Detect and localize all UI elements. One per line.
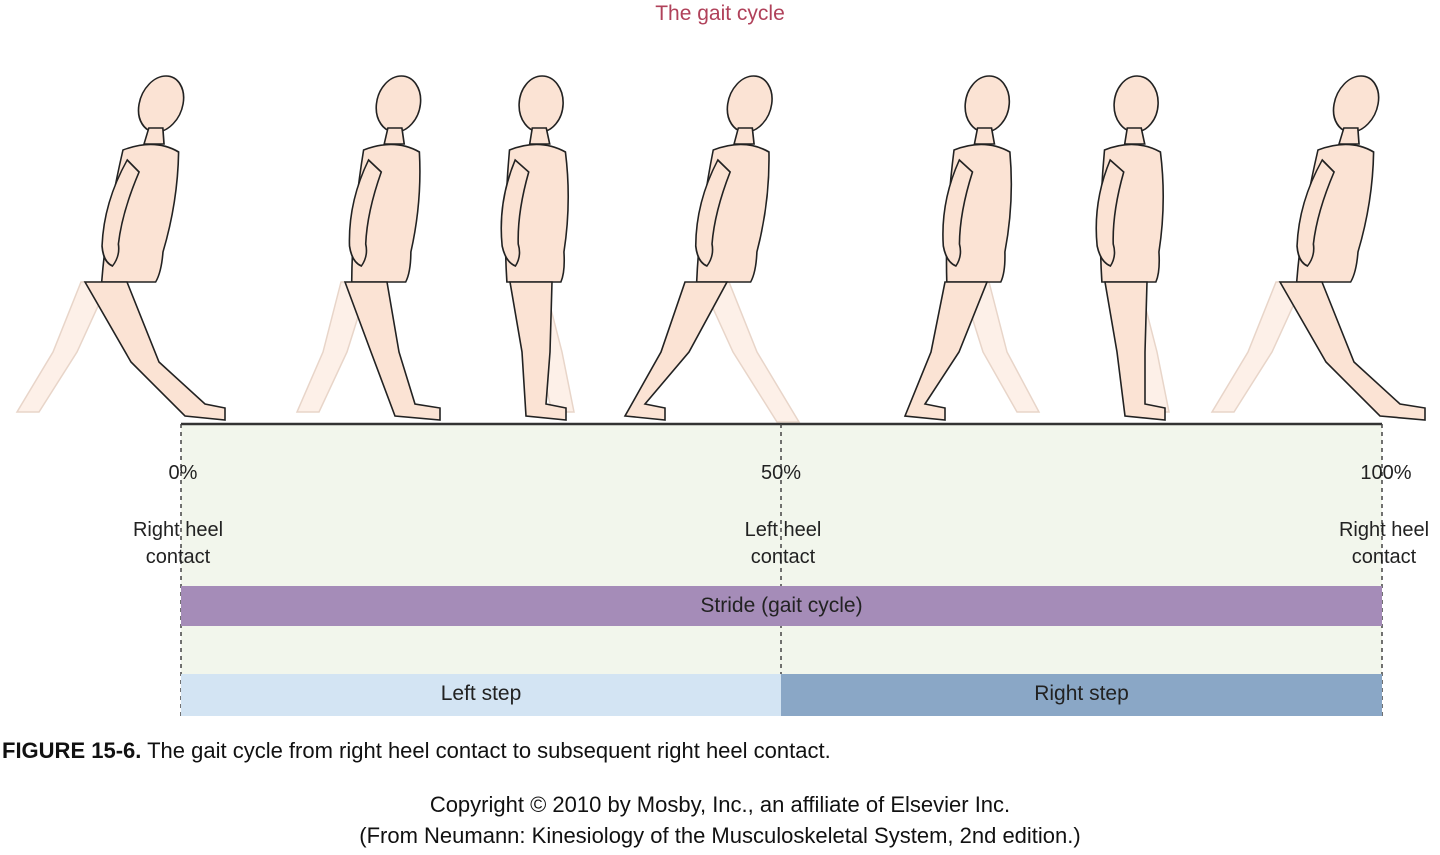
stride-bar (181, 586, 1382, 626)
walking-figure (295, 75, 441, 421)
left-step-bar (181, 674, 781, 716)
right-step-bar (781, 674, 1382, 716)
tick-label-50-line2: contact (750, 546, 816, 568)
tick-percent-100: 100% (1360, 462, 1412, 484)
figure-number: FIGURE 15-6. (2, 738, 142, 763)
tick-label-100-line1: Right heel (1338, 519, 1430, 541)
right-step-label: Right step (1034, 682, 1129, 705)
walking-figures (15, 75, 1426, 423)
walking-figure (623, 75, 801, 423)
tick-percent-0: 0% (168, 462, 198, 484)
copyright-line: Copyright © 2010 by Mosby, Inc., an affi… (429, 792, 1011, 817)
walking-figure (903, 75, 1041, 421)
walking-figure (498, 75, 575, 421)
stride-label: Stride (gait cycle) (700, 594, 863, 617)
tick-label-0-line1: Right heel (132, 519, 224, 541)
tick-label-0-line2: contact (145, 546, 211, 568)
diagram-title: The gait cycle (655, 2, 785, 25)
walking-figure (1210, 75, 1426, 421)
walking-figure (15, 75, 226, 421)
tick-label-50-line1: Left heel (744, 519, 822, 541)
timeline (180, 422, 1383, 716)
left-step-label: Left step (440, 682, 522, 705)
source-line: (From Neumann: Kinesiology of the Muscul… (359, 823, 1081, 848)
caption-text: The gait cycle from right heel contact t… (141, 738, 831, 763)
walking-figure (1093, 75, 1170, 421)
figure-caption: FIGURE 15-6. The gait cycle from right h… (2, 738, 831, 764)
tick-percent-50: 50% (760, 462, 802, 484)
tick-label-100-line2: contact (1351, 546, 1417, 568)
